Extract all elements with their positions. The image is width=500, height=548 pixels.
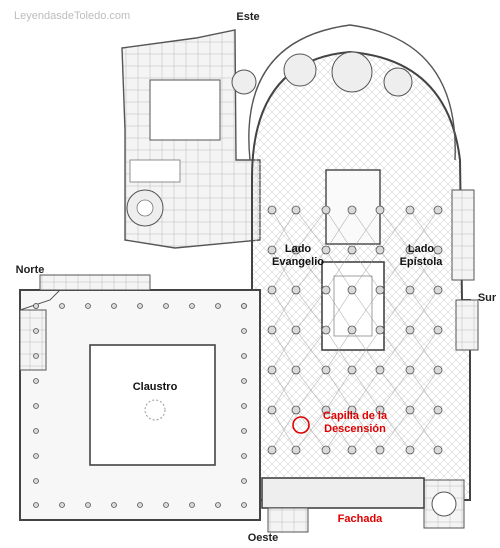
pier [405, 365, 415, 375]
pier [347, 245, 357, 255]
claustro-label: Claustro [132, 381, 178, 393]
pier [33, 478, 39, 484]
pier [433, 325, 443, 335]
pier [241, 478, 247, 484]
pier [347, 405, 357, 415]
pier [111, 502, 117, 508]
pier [433, 405, 443, 415]
pier [241, 403, 247, 409]
pier [137, 502, 143, 508]
pier [433, 365, 443, 375]
pier [241, 502, 247, 508]
pier [215, 502, 221, 508]
pier [33, 428, 39, 434]
pier [267, 445, 277, 455]
pier [59, 502, 65, 508]
pier [433, 245, 443, 255]
pier [241, 303, 247, 309]
pier [85, 303, 91, 309]
pier [405, 405, 415, 415]
pier [33, 453, 39, 459]
pier [215, 303, 221, 309]
pier [241, 378, 247, 384]
coro [321, 261, 385, 351]
descension-chapel-marker [292, 416, 310, 434]
watermark: LeyendasdeToledo.com [14, 10, 131, 22]
pier [321, 245, 331, 255]
pier [267, 405, 277, 415]
pier [241, 453, 247, 459]
pier [267, 245, 277, 255]
pier [291, 245, 301, 255]
pier [375, 445, 385, 455]
pier [347, 205, 357, 215]
pier [85, 502, 91, 508]
pier [375, 325, 385, 335]
pier [433, 445, 443, 455]
pier [291, 325, 301, 335]
compass-south: Sur [477, 292, 497, 304]
fachada-label: Fachada [337, 513, 383, 525]
pier [267, 325, 277, 335]
pier [137, 303, 143, 309]
pier [33, 403, 39, 409]
pier [347, 365, 357, 375]
pier [111, 303, 117, 309]
pier [375, 245, 385, 255]
west-facade [261, 477, 425, 509]
pier [405, 205, 415, 215]
pier [163, 303, 169, 309]
pier [321, 445, 331, 455]
pier [291, 405, 301, 415]
pier [347, 285, 357, 295]
pier [291, 285, 301, 295]
pier [321, 325, 331, 335]
pier [405, 325, 415, 335]
pier [33, 303, 39, 309]
pier [267, 285, 277, 295]
pier [347, 325, 357, 335]
annex-courtyard [149, 79, 221, 141]
pier [321, 365, 331, 375]
pier [59, 303, 65, 309]
compass-east: Este [236, 11, 260, 23]
pier [33, 378, 39, 384]
pier [405, 445, 415, 455]
pier [33, 502, 39, 508]
cloister-garth [89, 344, 216, 466]
pier [405, 285, 415, 295]
pier [347, 445, 357, 455]
pier [267, 365, 277, 375]
pier [241, 328, 247, 334]
compass-north: Norte [15, 264, 45, 276]
pier [321, 205, 331, 215]
pier [375, 205, 385, 215]
pier [189, 502, 195, 508]
pier [375, 365, 385, 375]
pier [241, 353, 247, 359]
pier [291, 205, 301, 215]
pier [33, 328, 39, 334]
compass-west: Oeste [247, 532, 279, 544]
pier [241, 428, 247, 434]
pier [33, 353, 39, 359]
pier [291, 445, 301, 455]
pier [405, 245, 415, 255]
pier [163, 502, 169, 508]
pier [433, 205, 443, 215]
pier [433, 285, 443, 295]
pier [321, 405, 331, 415]
pier [291, 365, 301, 375]
pier [267, 205, 277, 215]
pier [321, 285, 331, 295]
pier [375, 285, 385, 295]
pier [375, 405, 385, 415]
pier [189, 303, 195, 309]
